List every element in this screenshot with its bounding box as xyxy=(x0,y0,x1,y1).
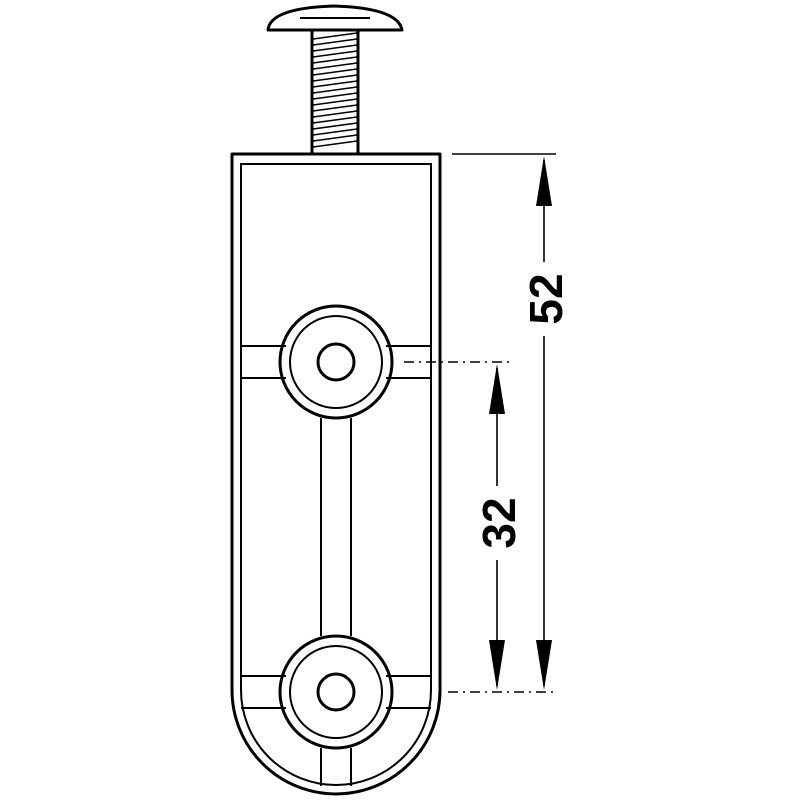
dimension-label-52: 52 xyxy=(520,273,572,324)
lower-hole-outer-ring xyxy=(278,634,394,750)
lower-hole-bore xyxy=(316,672,356,712)
upper-mounting-hole xyxy=(241,304,431,420)
thread-line xyxy=(312,128,358,136)
upper-hole-inner-ring xyxy=(289,315,383,409)
bracket-body xyxy=(230,152,442,796)
thread-line xyxy=(312,140,358,148)
thread-line xyxy=(312,110,358,118)
thread-line xyxy=(312,32,358,40)
bracket-outer-outline xyxy=(230,152,442,796)
lower-hole-inner-ring xyxy=(289,645,383,739)
thread-line xyxy=(312,44,358,52)
thread-line xyxy=(312,50,358,58)
bracket-inner-outline xyxy=(240,163,432,786)
thread-line xyxy=(312,98,358,106)
screw xyxy=(266,4,404,156)
thread-line xyxy=(312,134,358,142)
thread-line xyxy=(312,38,358,46)
arrowhead-top-32 xyxy=(489,364,505,414)
thread-line xyxy=(312,104,358,112)
thread-line xyxy=(312,68,358,76)
arrowhead-bottom-52 xyxy=(536,640,552,690)
thread-line xyxy=(312,92,358,100)
thread-line xyxy=(312,116,358,124)
thread-line xyxy=(312,80,358,88)
thread-line xyxy=(312,62,358,70)
lower-mounting-hole xyxy=(241,634,431,786)
upper-hole-outer-ring xyxy=(278,304,394,420)
upper-hole-bore xyxy=(316,342,356,382)
thread-line xyxy=(312,86,358,94)
arrowhead-top-52 xyxy=(536,156,552,206)
screw-head xyxy=(266,4,404,32)
screw-thread xyxy=(312,32,358,148)
thread-line xyxy=(312,74,358,82)
thread-line xyxy=(312,122,358,130)
thread-line xyxy=(312,56,358,64)
arrowhead-bottom-32 xyxy=(489,640,505,690)
dimension-hole-spacing: 32 xyxy=(404,361,525,690)
dimension-overall-height: 52 xyxy=(448,153,572,693)
dimension-label-32: 32 xyxy=(473,497,525,548)
center-rib xyxy=(320,418,352,636)
